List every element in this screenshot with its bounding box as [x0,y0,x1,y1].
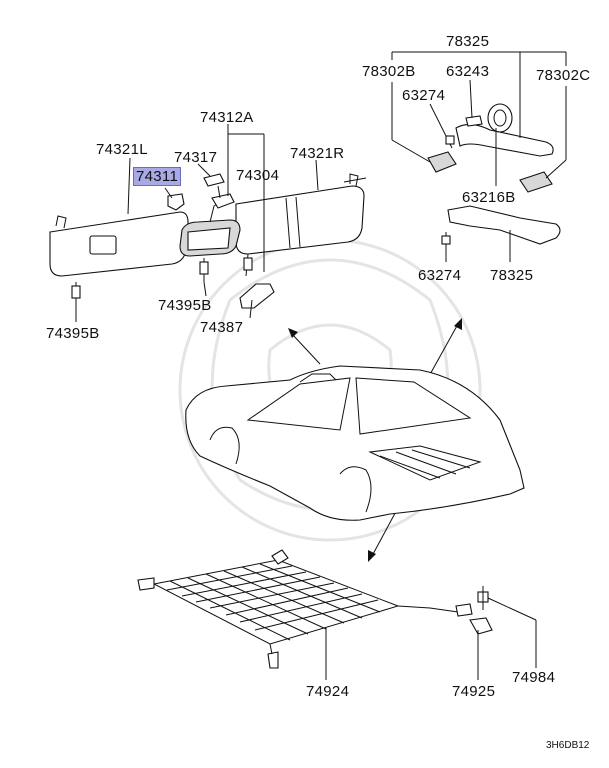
label-74984: 74984 [512,669,556,686]
label-63274-top: 63274 [402,87,446,104]
screw-74395b-mid [199,258,209,282]
diagram-code: 3H6DB12 [546,740,590,751]
label-74311-highlighted[interactable]: 74311 [132,167,182,186]
label-74312a: 74312A [200,109,254,126]
screw-74395b-left [71,282,81,306]
label-74387: 74387 [200,319,244,336]
leader-lines-left [75,124,319,322]
label-63216b: 63216B [462,189,516,206]
label-74321r: 74321R [290,145,345,162]
sun-visor-left [49,211,189,277]
label-78325-bottom: 78325 [490,267,534,284]
label-63243: 63243 [446,63,490,80]
label-63274-bottom: 63274 [418,267,462,284]
clip-74317 [203,173,225,187]
label-74317: 74317 [174,149,218,166]
clip-74387 [239,283,275,309]
label-74395b-left: 74395B [46,325,100,342]
label-78302c: 78302C [536,67,591,84]
assist-grip-lower [441,205,561,250]
label-78302b: 78302B [362,63,416,80]
sun-visor-right [235,173,367,255]
label-74321l: 74321L [96,141,148,158]
label-74304: 74304 [236,167,280,184]
assist-grip-upper [427,103,554,193]
label-74925: 74925 [452,683,496,700]
leader-lines-right [391,51,567,262]
rear-view-mirror [179,199,241,257]
cargo-net [137,549,493,669]
bracket-74304 [211,193,235,209]
car-outline [185,365,525,521]
screw-74387 [243,253,253,277]
label-78325-top: 78325 [446,33,490,50]
leader-lines-bottom [325,597,537,680]
label-74395b-mid: 74395B [158,297,212,314]
label-74924: 74924 [306,683,350,700]
